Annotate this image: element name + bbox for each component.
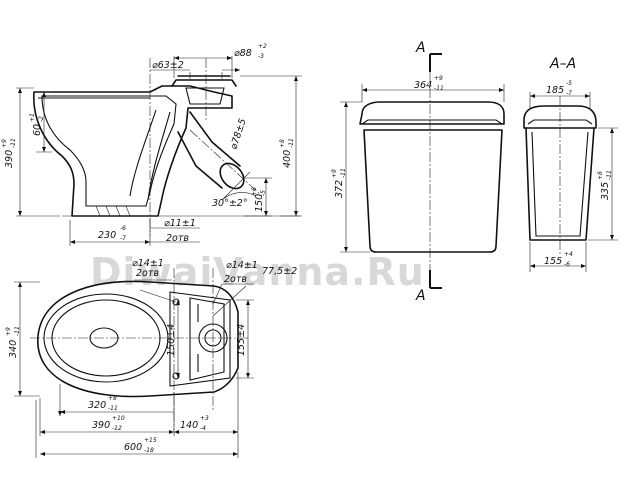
dim-flange-tol-up: +2: [258, 43, 267, 50]
dim-775: 77,5±2: [262, 266, 297, 277]
dim-hole-d-1: ⌀14±1: [132, 258, 164, 269]
dim-flange-tol-dn: -3: [258, 53, 264, 60]
dim-tank-width: 364: [414, 80, 432, 91]
dim-section-top-tol-up: -5: [566, 80, 572, 87]
dim-len-inner: 320: [88, 400, 106, 411]
dim-holes: 2отв: [166, 233, 189, 244]
dim-width-tol-up: +9: [5, 327, 12, 336]
dim-pipe-d: ⌀78±5: [228, 117, 248, 151]
dim-holes-1: 2отв: [136, 268, 159, 279]
section-cut-label-bottom: A: [415, 288, 426, 304]
section-cut-label-top: A: [415, 40, 426, 56]
dim-140-tol-up: +3: [200, 415, 209, 422]
dim-tank-width-tol-up: +9: [434, 75, 443, 82]
dim-section-bottom-tol-dn: -6: [564, 261, 570, 268]
side-view: 390 +9 -11 60 +1 -2 ⌀63±2 ⌀88 +2 -3 ⌀78±…: [1, 43, 302, 246]
dim-holes-2: 2отв: [224, 274, 247, 285]
dim-height-pipe-tol-up: +8: [279, 139, 286, 148]
dim-height-rim-tol-up: +1: [29, 113, 36, 122]
dim-section-height: 335: [600, 182, 611, 200]
dim-h-outlet-tol-dn: -5: [260, 190, 267, 196]
dim-len-total-tol-up: +15: [144, 437, 157, 444]
dim-140: 140: [180, 420, 198, 431]
dim-section-bottom: 155: [544, 256, 562, 267]
dim-height-pipe: 400: [282, 150, 293, 168]
dim-tank-height-tol-dn: -11: [340, 168, 347, 178]
dim-dist: 230: [98, 230, 116, 241]
dim-hole-d: ⌀11±1: [164, 218, 196, 229]
dim-section-top: 185: [546, 85, 564, 96]
dim-len-mid-tol-dn: -12: [112, 425, 122, 432]
dim-155: 155±4: [236, 324, 247, 356]
dim-tank-height-tol-up: +9: [331, 169, 338, 178]
dim-len-inner-tol-up: +8: [108, 395, 117, 402]
dim-dist-tol-up: -6: [120, 225, 126, 232]
dim-section-bottom-tol-up: +4: [564, 251, 573, 258]
watermark: DiwaiVanna.Ru: [90, 250, 425, 294]
dim-width: 340: [8, 340, 19, 358]
dim-tank-height: 372: [334, 180, 345, 198]
top-view: 2отв ⌀14±1 2отв ⌀14±1 77,5±2 340 +9 -11 …: [5, 258, 297, 458]
dim-height-pipe-tol-dn: -11: [288, 138, 295, 148]
dim-tank-width-tol-dn: -11: [434, 85, 444, 92]
dim-angle: 30°±2°: [212, 198, 248, 209]
dim-140-tol-dn: -4: [200, 425, 206, 432]
dim-section-height-tol-up: +8: [597, 171, 604, 180]
dim-hole-d-2: ⌀14±1: [226, 260, 258, 271]
dim-h-outlet-tol-up: +6: [251, 187, 258, 196]
dim-height-rim: 60: [32, 124, 43, 136]
tank-front-view: A A 364 +9 -11 372 +9 -11: [331, 40, 505, 304]
dim-width-tol-dn: -11: [14, 326, 21, 336]
dim-height-total: 390: [4, 150, 15, 168]
section-title: A–A: [549, 56, 576, 72]
dim-outlet-d: ⌀63±2: [152, 60, 184, 71]
dim-len-inner-tol-dn: -11: [108, 405, 118, 412]
dim-h-outlet: 150: [254, 194, 265, 212]
dim-150: 150±4: [166, 324, 177, 356]
dim-len-total-tol-dn: -18: [144, 447, 154, 454]
dim-flange-d: ⌀88: [234, 48, 252, 59]
dim-dist-tol-dn: -7: [120, 235, 126, 242]
dim-section-height-tol-dn: -11: [606, 170, 613, 180]
dim-section-top-tol-dn: -7: [566, 90, 572, 97]
dim-height-total-tol-dn: -11: [10, 138, 17, 148]
dim-len-mid-tol-up: +10: [112, 415, 125, 422]
dim-height-total-tol-up: +9: [1, 139, 8, 148]
tank-section-view: A–A 185 -5 -7 335 +8 -11 155 +4 -6: [523, 56, 618, 272]
dim-len-total: 600: [124, 442, 142, 453]
dim-height-rim-tol-dn: -2: [38, 116, 45, 122]
dim-len-mid: 390: [92, 420, 110, 431]
